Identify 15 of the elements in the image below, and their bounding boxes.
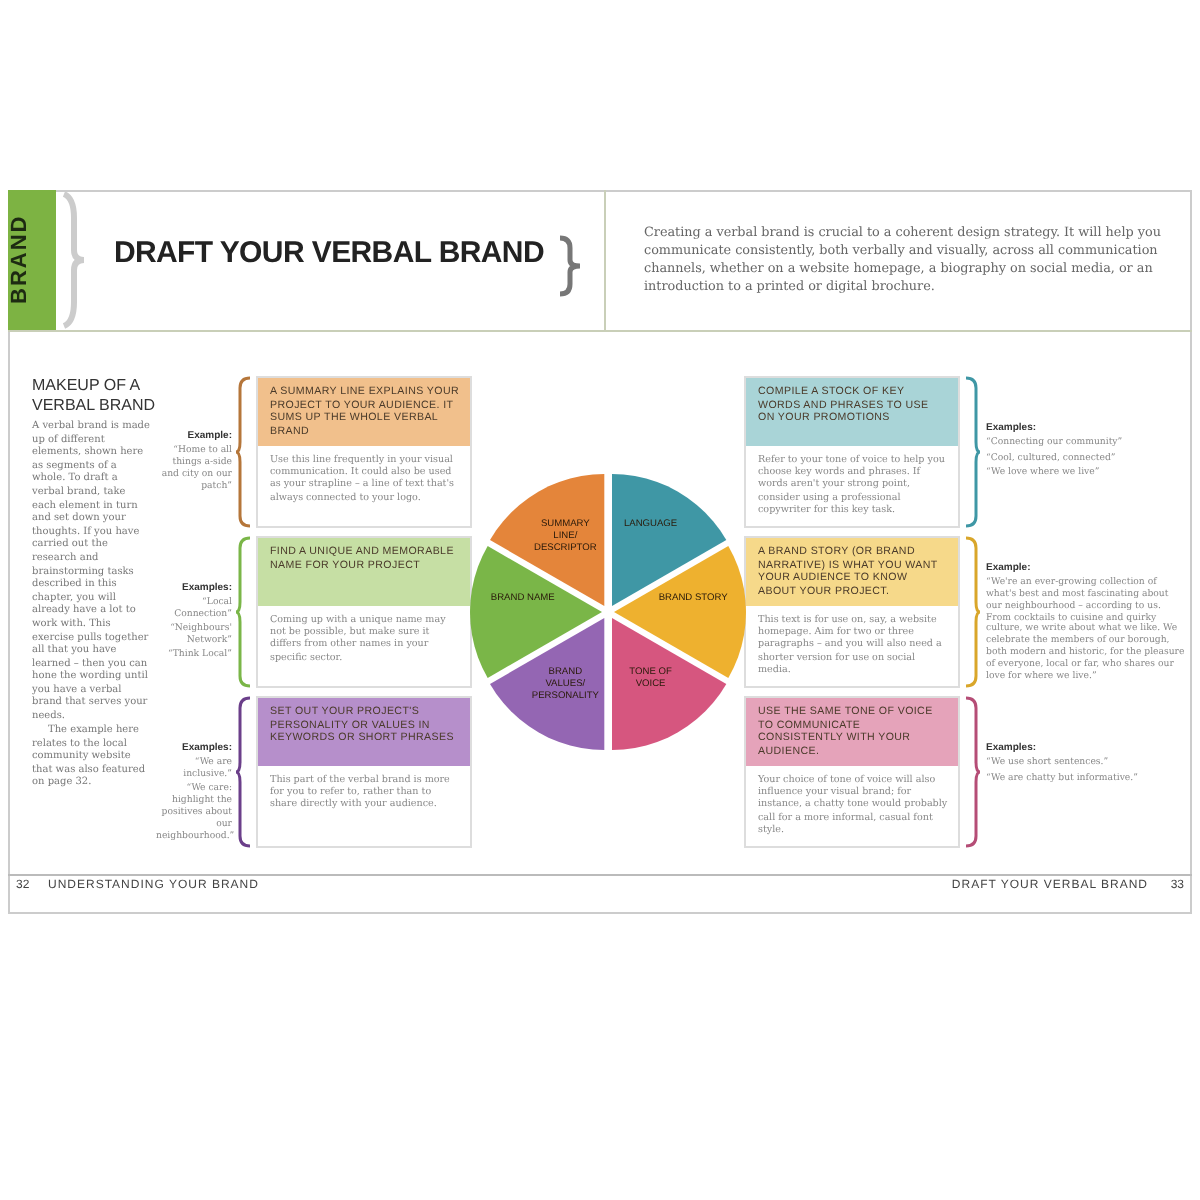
circle-segment	[490, 474, 605, 607]
panel-card	[256, 536, 472, 688]
section-heading: MAKEUP OF A VERBAL BRAND	[32, 376, 157, 414]
circle-segment	[611, 617, 726, 750]
circle-segment	[470, 546, 602, 678]
circle-segment	[611, 474, 726, 607]
page-title: DRAFT YOUR VERBAL BRAND	[111, 236, 544, 270]
panel-card	[744, 536, 960, 688]
panel-card	[256, 696, 472, 848]
circle-segment	[490, 617, 605, 750]
tab-label: BRAND	[8, 190, 56, 330]
panel-card	[256, 376, 472, 528]
panel-card	[744, 696, 960, 848]
panel-card	[744, 376, 960, 528]
circle-segment	[614, 546, 746, 678]
